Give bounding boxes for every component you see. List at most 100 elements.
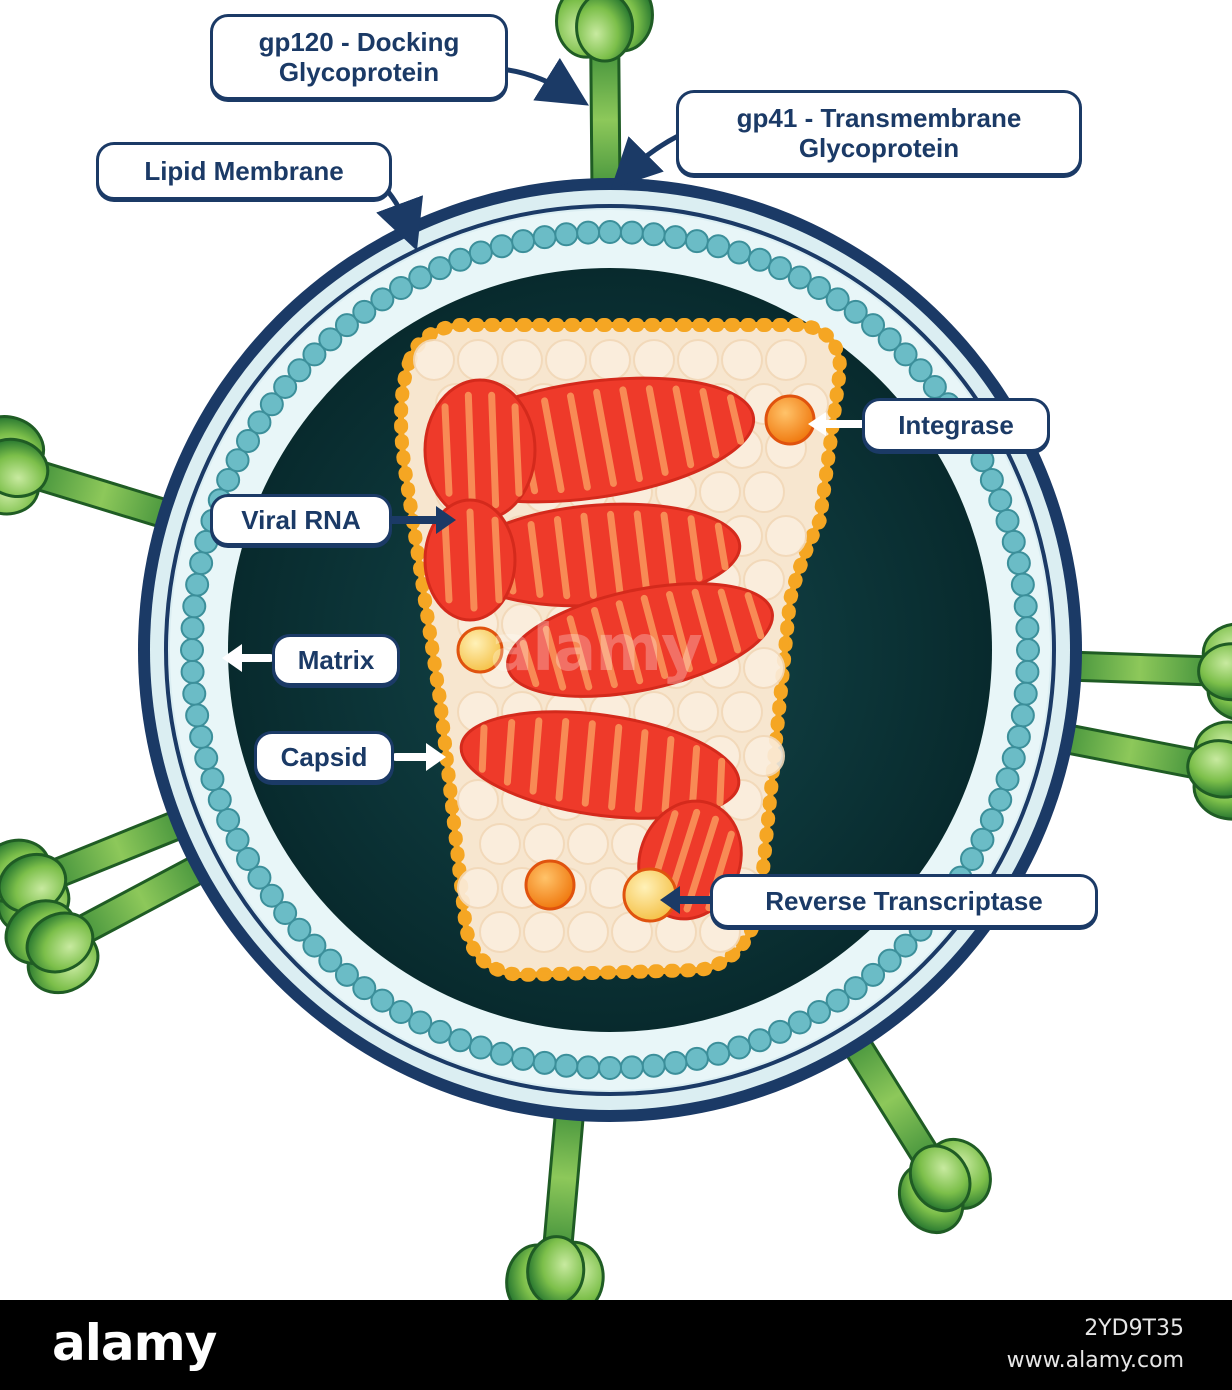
capsid-cell (677, 691, 719, 733)
matrix-dot (273, 901, 298, 926)
rna-base-pair (727, 394, 745, 445)
gp120-head (25, 911, 95, 974)
callout-arrows (222, 57, 866, 914)
matrix-dot (727, 1035, 752, 1060)
capsid-cell (457, 339, 499, 381)
label-lipid-membrane: Lipid Membrane (96, 142, 392, 200)
matrix-dot (448, 247, 473, 272)
matrix-dot (273, 374, 298, 399)
matrix-dot (861, 313, 886, 338)
rna-base-pair (581, 720, 596, 807)
matrix-dot (768, 256, 793, 281)
capsid-cell (743, 647, 785, 689)
capsid-cell (479, 911, 521, 953)
rna-lobe (506, 582, 774, 698)
matrix-dot (247, 865, 272, 890)
rna-base-pair (683, 815, 719, 913)
rna-base-pair (619, 386, 643, 483)
arrow-gp41 (610, 132, 683, 190)
matrix-dot (825, 287, 850, 312)
matrix-dot (408, 265, 433, 290)
rna-base-pair (717, 588, 742, 654)
matrix-dot (200, 767, 225, 792)
capsid-cell (545, 339, 587, 381)
rna-base-pair (529, 717, 543, 795)
matrix-dot (1015, 659, 1040, 684)
gp41-stalk (1062, 650, 1217, 687)
arrow-reverse-transcriptase-head (660, 886, 680, 914)
arrow-lipid-membrane (376, 185, 424, 251)
label-reverse-transcriptase: Reverse Transcriptase (710, 874, 1098, 928)
glycoprotein-spikes (0, 0, 1232, 1300)
matrix-dot (922, 374, 947, 399)
matrix-dot (370, 287, 395, 312)
matrix-dot (684, 1046, 709, 1071)
rna-base-pair (714, 522, 729, 571)
matrix-dot (747, 1028, 772, 1053)
label-gp41-line2: Glycoprotein (798, 133, 960, 163)
matrix-dot (189, 551, 214, 576)
arrow-matrix-head (222, 644, 242, 672)
rna-base-pair (615, 600, 644, 685)
enzyme-dot-lower (524, 859, 576, 911)
capsid-cell (677, 339, 719, 381)
rna-base-pair (687, 515, 703, 582)
capsid-cell (743, 735, 785, 777)
matrix-dot (554, 1053, 579, 1078)
rna-base-pair (744, 592, 765, 640)
matrix-dot (225, 448, 250, 473)
matrix-dot (825, 988, 850, 1013)
rna-base-pair (466, 508, 478, 612)
gp41-stalk (27, 459, 179, 531)
matrix-dot (302, 342, 327, 367)
matrix-dot (216, 808, 241, 833)
matrix-dot (352, 976, 377, 1001)
rna-base-pair (660, 511, 677, 589)
capsid-cell (567, 823, 609, 865)
gp120-head (526, 1235, 586, 1300)
arrow-capsid-head (426, 743, 446, 771)
capsid-cell (479, 823, 521, 865)
matrix-dot (893, 933, 918, 958)
matrix-dot (1013, 681, 1038, 706)
rna-base-pair (607, 510, 624, 598)
arrow-viral-rna-head (436, 506, 456, 534)
rna-base-pair (691, 588, 718, 664)
rna-base-pair (672, 385, 695, 469)
arrow-integrase-head (808, 412, 826, 436)
capsid-cone-edge (398, 322, 844, 979)
rna-base-pair (555, 717, 570, 802)
glycoprotein-spike (1053, 720, 1232, 821)
matrix-dot (768, 1019, 793, 1044)
matrix-dot (1001, 529, 1026, 554)
matrix-dot (489, 234, 514, 259)
enzyme-dot-left (456, 626, 504, 674)
matrix-dot (180, 659, 205, 684)
label-viral-rna-text: Viral RNA (241, 505, 361, 535)
label-reverse-transcriptase-text: Reverse Transcriptase (765, 886, 1043, 916)
matrix-dot (619, 220, 644, 245)
rna-base-pair (580, 512, 597, 599)
matrix-dot (1013, 594, 1038, 619)
label-lipid-membrane-text: Lipid Membrane (144, 156, 344, 186)
capsid-cell (721, 691, 763, 733)
matrix-dot (1015, 616, 1040, 641)
matrix-dot (427, 1019, 452, 1044)
matrix-dot (843, 299, 868, 324)
matrix-dot (684, 229, 709, 254)
matrix-dot (532, 1050, 557, 1075)
matrix-dot (747, 247, 772, 272)
matrix-dot (641, 1053, 666, 1078)
matrix-dot (468, 1035, 493, 1060)
label-gp120: gp120 - Docking Glycoprotein (210, 14, 508, 100)
gp41-stalk (589, 43, 622, 197)
glycoprotein-spike (555, 0, 654, 197)
rna-base-pair (634, 729, 649, 813)
capsid-cell (567, 911, 609, 953)
rna-base-pair (566, 615, 593, 691)
matrix-dot (1001, 746, 1026, 771)
matrix-dot (532, 225, 557, 250)
matrix-dot (663, 1050, 688, 1075)
site-url: www.alamy.com (1006, 1348, 1184, 1373)
capsid-cell (743, 471, 785, 513)
